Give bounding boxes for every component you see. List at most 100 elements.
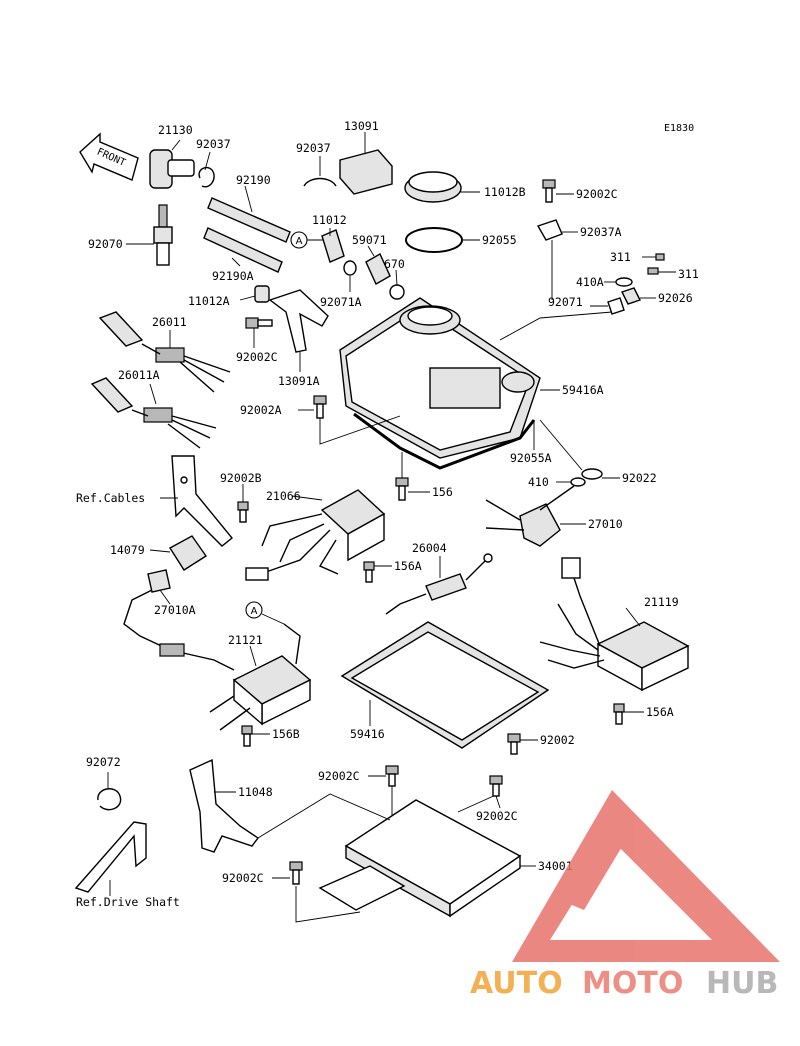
part-label-156a: 156A	[394, 559, 422, 573]
part-label-26011a: 26011A	[118, 368, 160, 382]
diagram-code: E1830	[664, 123, 694, 134]
bolt-92002c-c	[368, 765, 399, 787]
part-label-92072: 92072	[86, 755, 121, 769]
part-label-92002c-d: 92002C	[476, 809, 518, 823]
ignition-coil-21121	[209, 623, 312, 731]
part-label-92002c-a: 92002C	[576, 187, 618, 201]
circle-ref-a-upper: A	[290, 231, 325, 249]
cap-311-b	[647, 267, 676, 275]
part-label-21130: 21130	[158, 123, 193, 137]
harness-26011a	[90, 377, 217, 449]
part-label-26004: 26004	[412, 541, 447, 555]
case-59416	[340, 621, 550, 749]
gasket-92055a	[353, 412, 536, 470]
part-label-92026: 92026	[658, 291, 693, 305]
spark-plug-cap-21130	[149, 139, 195, 189]
tube-92190	[207, 185, 291, 243]
lead-26004	[385, 553, 493, 615]
brand-wordmark: AUTO MOTO HUB	[470, 966, 778, 1001]
part-label-156: 156	[432, 485, 453, 499]
bolt-92002	[507, 733, 538, 755]
part-label-92002: 92002	[540, 733, 575, 747]
brand-auto: AUTO	[470, 966, 563, 1001]
washer-92002c-a	[542, 179, 574, 203]
part-label-21121: 21121	[228, 633, 263, 647]
clip-92037-b	[303, 156, 337, 187]
part-label-311-a: 311	[610, 250, 631, 264]
bracket-11048	[189, 758, 260, 853]
part-label-11012: 11012	[312, 213, 347, 227]
part-label-59071: 59071	[352, 233, 387, 247]
part-label-13091a: 13091A	[278, 374, 320, 388]
part-label-14079: 14079	[110, 543, 145, 557]
unit-21119	[539, 557, 690, 692]
bolt-92002c-e	[272, 861, 303, 885]
part-label-92002c-b: 92002C	[236, 350, 278, 364]
circle-ref-a-lower-text: A	[251, 606, 258, 617]
clamp-92037a	[536, 219, 578, 300]
circle-ref-a-lower: A	[245, 601, 285, 625]
part-label-410a: 410A	[576, 275, 604, 289]
part-label-92002b: 92002B	[220, 471, 262, 485]
oring-92022	[539, 419, 620, 480]
ring-92071a	[343, 260, 357, 292]
part-label-92190: 92190	[236, 173, 271, 187]
bolt-92002c-d	[489, 775, 503, 809]
part-label-92002c-c: 92002C	[318, 769, 360, 783]
part-label-21066: 21066	[266, 489, 301, 503]
part-label-59416a: 59416A	[562, 383, 604, 397]
ref-drive-shaft-label: Ref.Drive Shaft	[76, 895, 180, 909]
washer-410	[556, 477, 586, 487]
part-label-26011: 26011	[152, 315, 187, 329]
part-label-92070: 92070	[88, 237, 123, 251]
clip-92072	[97, 772, 122, 811]
mount-plate-34001	[257, 782, 536, 923]
cap-11012b	[404, 171, 480, 203]
bolt-92002a	[298, 395, 401, 445]
switch-27010a	[123, 569, 235, 671]
bolt-156	[395, 452, 430, 501]
part-label-59416: 59416	[350, 727, 385, 741]
part-label-92037-b: 92037	[296, 141, 331, 155]
part-label-156b: 156B	[272, 727, 300, 741]
nut-92026	[621, 287, 656, 305]
brand-moto: MOTO	[582, 966, 683, 1001]
part-label-156a-b: 156A	[646, 705, 674, 719]
oring-92055	[405, 227, 480, 253]
part-label-92022: 92022	[622, 471, 657, 485]
switch-27010	[485, 485, 586, 547]
clip-92037	[198, 151, 215, 188]
part-label-670: 670	[384, 257, 405, 271]
part-label-92002a: 92002A	[240, 403, 282, 417]
regulator-21066	[245, 489, 386, 581]
bolt-92002c-b	[245, 317, 273, 348]
grommet-11012	[321, 228, 345, 263]
oring-670	[389, 269, 405, 300]
part-label-92071a: 92071A	[320, 295, 362, 309]
part-label-92055: 92055	[482, 233, 517, 247]
box-14079	[149, 535, 207, 571]
bracket-ref-drive-shaft	[74, 821, 147, 896]
part-label-311-b: 311	[678, 267, 699, 281]
part-label-92037: 92037	[196, 137, 231, 151]
cap-311-a	[642, 253, 665, 261]
part-label-21119: 21119	[644, 595, 679, 609]
part-label-410: 410	[528, 475, 549, 489]
bracket-13091a	[268, 289, 329, 372]
part-label-34001: 34001	[538, 859, 573, 873]
circle-ref-a-upper-text: A	[296, 236, 303, 247]
harness-26011	[98, 311, 231, 393]
front-direction-arrow: FRONT	[79, 132, 139, 181]
tube-92190a	[203, 227, 283, 273]
part-label-27010: 27010	[588, 517, 623, 531]
ref-cables-label: Ref.Cables	[76, 491, 145, 505]
ring-92071	[499, 297, 625, 341]
washer-410a	[604, 277, 633, 287]
part-label-92071: 92071	[548, 295, 583, 309]
case-cover-59416a	[339, 297, 560, 459]
part-label-92190a: 92190A	[212, 269, 254, 283]
part-label-92002c-e: 92002C	[222, 871, 264, 885]
bolt-92002b	[237, 484, 249, 523]
